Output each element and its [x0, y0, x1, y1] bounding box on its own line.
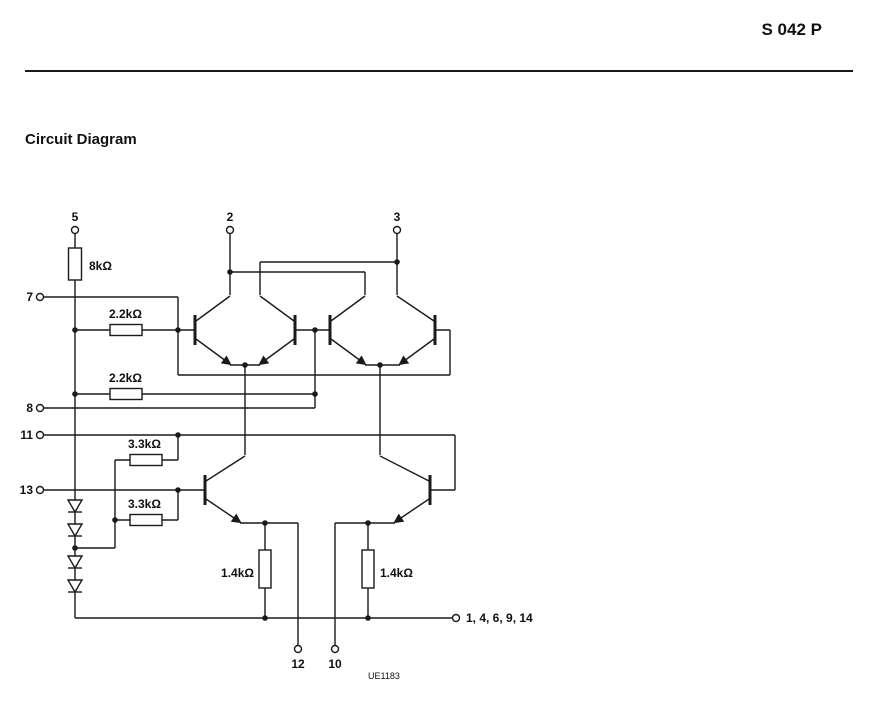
diode: [66, 579, 84, 594]
resistor-2k2-b: [109, 387, 143, 401]
junction-dot: [365, 615, 371, 621]
wiring: [44, 233, 456, 646]
junction-dots: [72, 259, 400, 621]
resistor-1k4-right-label: 1.4kΩ: [380, 566, 413, 580]
transistor-q1: [193, 295, 232, 366]
junction-dot: [365, 520, 371, 526]
junction-dot: [175, 327, 181, 333]
resistor-2k2-b-label: 2.2kΩ: [109, 371, 142, 385]
junction-dot: [262, 520, 268, 526]
junction-dot: [72, 391, 78, 397]
transistor-q5: [203, 455, 246, 524]
transistor-q2: [258, 295, 297, 366]
resistor-1k4-right: [361, 549, 375, 589]
diode-stack: [66, 499, 84, 594]
junction-dot: [312, 391, 318, 397]
pin-12-terminal: [293, 644, 303, 654]
pin-3-terminal: [392, 225, 402, 235]
junction-dot: [394, 259, 400, 265]
ground-terminal: [451, 613, 461, 623]
junction-dot: [227, 269, 233, 275]
pin-terminals: [35, 225, 461, 654]
junction-dot: [175, 487, 181, 493]
resistor-1k4-left: [258, 549, 272, 589]
diode: [66, 523, 84, 538]
resistor-1k4-left-label: 1.4kΩ: [221, 566, 254, 580]
junction-dot: [312, 327, 318, 333]
junction-dot: [72, 327, 78, 333]
pin-5-terminal: [70, 225, 80, 235]
junction-dot: [262, 615, 268, 621]
junction-dot: [242, 362, 248, 368]
pin-12-label: 12: [291, 657, 305, 671]
pin-5-label: 5: [72, 210, 79, 224]
pin-13-label: 13: [20, 483, 34, 497]
resistor-3k3-a: [129, 453, 163, 467]
pin-11-label: 11: [20, 428, 33, 442]
figure-code: UE1183: [368, 671, 400, 681]
resistor-3k3-a-label: 3.3kΩ: [128, 437, 161, 451]
pin-7-terminal: [35, 292, 45, 302]
junction-dot: [72, 545, 78, 551]
pin-11-terminal: [35, 430, 45, 440]
diode: [66, 499, 84, 514]
pin-13-terminal: [35, 485, 45, 495]
junction-dot: [175, 432, 181, 438]
junction-dot: [377, 362, 383, 368]
page-header-title: S 042 P: [761, 20, 823, 39]
header-rule: [25, 70, 853, 72]
diode: [66, 555, 84, 570]
resistor-3k3-b-label: 3.3kΩ: [128, 497, 161, 511]
resistor-2k2-a-label: 2.2kΩ: [109, 307, 142, 321]
section-title: Circuit Diagram: [25, 131, 137, 148]
transistor-q4: [396, 295, 437, 366]
resistor-8k-label: 8kΩ: [89, 259, 112, 273]
resistor-8k: [67, 247, 83, 281]
pin-10-label: 10: [328, 657, 342, 671]
pin-8-label: 8: [26, 401, 33, 415]
pin-3-label: 3: [394, 210, 401, 224]
pin-2-label: 2: [227, 210, 234, 224]
transistor-q6: [379, 455, 432, 524]
transistor-q3: [328, 295, 367, 366]
ground-pins-label: 1, 4, 6, 9, 14: [466, 611, 533, 625]
junction-dot: [112, 517, 118, 523]
resistor-3k3-b: [129, 513, 163, 527]
resistor-2k2-a: [109, 323, 143, 337]
pin-8-terminal: [35, 403, 45, 413]
pin-10-terminal: [330, 644, 340, 654]
pin-7-label: 7: [26, 290, 33, 304]
pin-2-terminal: [225, 225, 235, 235]
